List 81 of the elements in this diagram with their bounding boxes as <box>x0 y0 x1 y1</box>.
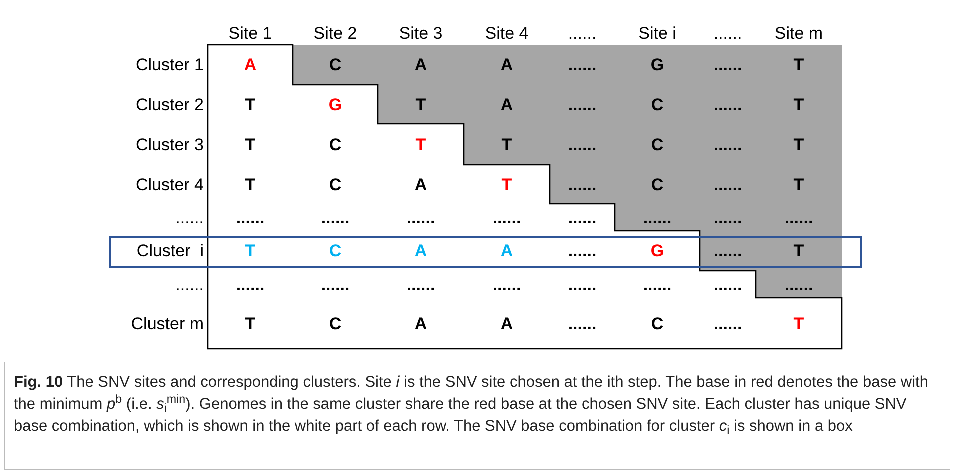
base-cell: ...... <box>568 96 597 113</box>
base-cell: C <box>651 96 664 113</box>
base-cell: C <box>651 136 664 153</box>
row-header: Cluster 3 <box>136 136 204 153</box>
base-cell: ...... <box>784 276 814 293</box>
base-cell: ...... <box>236 209 265 226</box>
base-cell: C <box>329 136 342 153</box>
base-cell: C <box>651 176 664 193</box>
base-cell: ...... <box>568 276 597 293</box>
base-cell: A <box>414 56 428 74</box>
column-header: Site 4 <box>485 25 529 42</box>
row-header: Cluster m <box>131 315 204 332</box>
base-cell: C <box>329 56 342 74</box>
base-cell: T <box>245 96 256 113</box>
base-cell: ...... <box>568 176 597 193</box>
base-cell: T <box>794 96 804 113</box>
column-header: Site 3 <box>399 25 443 42</box>
base-cell: A <box>244 56 257 74</box>
base-cell: A <box>500 96 514 113</box>
base-cell: ...... <box>568 242 597 260</box>
base-cell: ...... <box>568 136 597 153</box>
base-cell: ...... <box>714 209 742 226</box>
base-cell: C <box>329 242 342 260</box>
base-cell: T <box>794 56 804 74</box>
column-header: Site 2 <box>314 25 358 42</box>
figure-caption: Fig. 10 The SNV sites and corresponding clusters. Site i is the SNV site chosen at the ith step. The base in red denotes the base with the minimum p$^{b}$ (i.e. s$_{i}$$^{min}$). Genomes in the same cluster share the red base at the chosen SNV site. Each cluster has unique SNV base combination, which is shown in the white part of each row. The SNV base combination for cluster c$_{i}$ is shown in a box <box>14 373 930 438</box>
column-header: ...... <box>568 25 597 42</box>
base-cell: A <box>500 242 514 260</box>
base-cell: C <box>329 315 342 332</box>
base-cell: A <box>414 315 428 332</box>
column-header: Site i <box>638 25 676 42</box>
base-cell: A <box>414 242 428 260</box>
row-header: ...... <box>176 276 204 293</box>
base-cell: T <box>794 242 804 260</box>
base-cell: T <box>245 242 256 260</box>
base-cell: A <box>500 56 514 74</box>
row-header: ...... <box>176 209 204 226</box>
base-cell: ...... <box>492 276 522 293</box>
base-cell: ...... <box>321 209 350 226</box>
base-cell: A <box>500 315 514 332</box>
base-cell: ...... <box>714 96 742 113</box>
base-cell: ...... <box>568 56 597 74</box>
base-cell: ...... <box>406 209 436 226</box>
base-cell: ...... <box>714 136 742 153</box>
base-cell: ...... <box>714 242 742 260</box>
base-cell: T <box>794 176 804 193</box>
base-cell: T <box>502 136 512 153</box>
column-header: Site 1 <box>228 25 272 42</box>
base-cell: T <box>416 136 426 153</box>
base-cell: G <box>650 56 664 74</box>
row-header: Cluster 2 <box>136 96 204 113</box>
base-cell: T <box>245 315 256 332</box>
base-cell: T <box>794 136 804 153</box>
base-cell: ...... <box>643 276 672 293</box>
base-cell: ...... <box>714 276 742 293</box>
base-cell: T <box>245 136 256 153</box>
base-cell: G <box>328 96 342 113</box>
base-cell: T <box>502 176 512 193</box>
base-cell: T <box>245 176 256 193</box>
base-cell: ...... <box>784 209 814 226</box>
base-cell: ...... <box>236 276 265 293</box>
base-cell: ...... <box>568 315 597 332</box>
row-header: Cluster 1 <box>136 56 204 74</box>
column-header: ...... <box>714 25 742 42</box>
base-cell: ...... <box>492 209 522 226</box>
base-cell: A <box>414 176 428 193</box>
base-cell: G <box>650 242 664 260</box>
row-header: Cluster 4 <box>136 176 204 193</box>
base-cell: ...... <box>714 176 742 193</box>
base-cell: ...... <box>568 209 597 226</box>
base-cell: ...... <box>643 209 672 226</box>
base-cell: T <box>416 96 426 113</box>
base-cell: ...... <box>406 276 436 293</box>
base-cell: ...... <box>714 315 742 332</box>
base-cell: C <box>329 176 342 193</box>
base-cell: ...... <box>714 56 742 74</box>
row-header: Cluster i <box>136 242 204 260</box>
column-header: Site m <box>774 25 824 42</box>
base-cell: T <box>794 315 804 332</box>
base-cell: ...... <box>321 276 350 293</box>
base-cell: C <box>651 315 664 332</box>
